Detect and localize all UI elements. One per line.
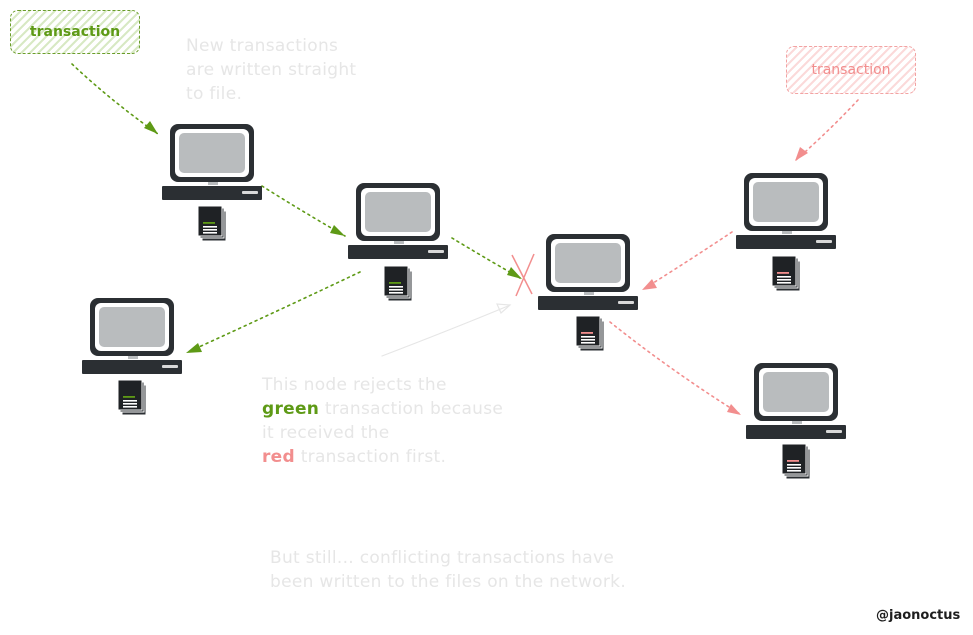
arrowheads <box>144 121 808 415</box>
note-middle-text: transaction first. <box>294 447 447 467</box>
author-credit: @jaonoctus <box>876 608 961 623</box>
arrow-center-to-right2 <box>609 321 741 415</box>
note-middle-line: This node rejects the <box>262 375 447 395</box>
annotation-pointer <box>381 305 509 357</box>
file-icon-green <box>197 205 227 242</box>
arrow-tx-to-node1 <box>71 63 159 135</box>
file-icon-red <box>771 255 801 292</box>
note-top: New transactions are written straight to… <box>186 34 356 106</box>
note-middle: This node rejects the green transaction … <box>262 373 503 469</box>
green-transaction-box: transaction <box>10 10 140 54</box>
arrow-right1-to-center <box>641 231 733 291</box>
file-icon-red <box>781 443 811 480</box>
red-highlight: red <box>262 447 295 467</box>
arrowhead-green-2 <box>330 225 345 236</box>
note-bottom: But still... conflicting transactions ha… <box>270 546 626 594</box>
node-computer-1 <box>162 124 262 200</box>
file-icon-red <box>575 315 605 352</box>
node-computer-3 <box>82 298 182 374</box>
arrowhead-green-4 <box>507 267 522 279</box>
arrowhead-red-2 <box>642 279 657 290</box>
note-middle-line: green transaction because <box>262 397 503 421</box>
note-middle-text: transaction because <box>319 399 504 419</box>
red-transaction-box: transaction <box>786 46 916 94</box>
note-middle-line: it received the <box>262 423 390 443</box>
arrowhead-pointer <box>496 303 512 314</box>
node-computer-right-2 <box>746 363 846 439</box>
green-highlight: green <box>262 399 320 419</box>
arrowhead-green-1 <box>144 121 158 134</box>
reject-cross-icon <box>511 253 535 297</box>
arrow-node2-to-node3 <box>187 271 361 353</box>
note-middle-line: red transaction first. <box>262 445 503 469</box>
file-icon-green <box>117 379 147 416</box>
note-top-line: New transactions <box>186 36 339 56</box>
note-bottom-line: But still... conflicting transactions ha… <box>270 548 615 568</box>
note-top-line: are written straight <box>186 60 357 80</box>
red-transaction-label: transaction <box>811 62 891 78</box>
node-computer-2 <box>348 183 448 259</box>
green-transaction-label: transaction <box>29 24 121 40</box>
note-bottom-line: been written to the files on the network… <box>270 572 627 592</box>
arrowhead-red-1 <box>795 147 808 161</box>
node-computer-right-1 <box>736 173 836 249</box>
arrowhead-green-3 <box>186 343 202 353</box>
node-computer-center <box>538 234 638 310</box>
file-icon-green <box>383 265 413 302</box>
arrow-node2-to-center <box>451 237 521 279</box>
arrowhead-red-3 <box>727 404 741 415</box>
note-top-line: to file. <box>186 84 243 104</box>
